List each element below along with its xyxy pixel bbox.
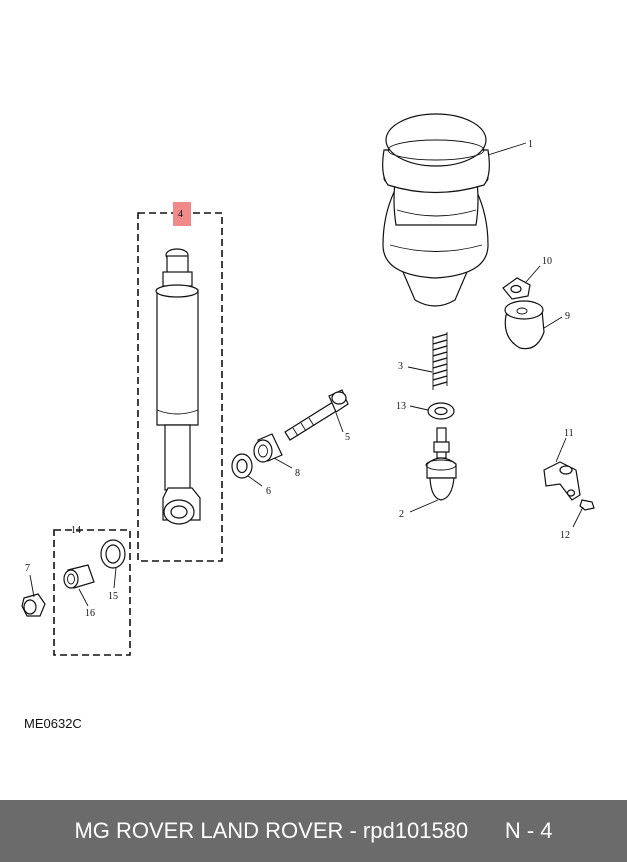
shock-absorber-group-box bbox=[137, 212, 223, 562]
callout-2: 2 bbox=[399, 509, 404, 520]
parts-diagram: 1 4 14 16 15 7 6 bbox=[21, 113, 595, 656]
callout-16: 16 bbox=[85, 608, 95, 619]
callout-5: 5 bbox=[345, 432, 350, 443]
callout-11: 11 bbox=[564, 428, 574, 439]
footer-bar: MG ROVER LAND ROVER - rpd101580 N - 4 bbox=[0, 800, 627, 862]
callout-4-highlight bbox=[173, 202, 191, 226]
part-16-bush bbox=[63, 564, 95, 589]
callout-13: 13 bbox=[396, 401, 406, 412]
diagram-code: ME0632C bbox=[24, 716, 82, 731]
part-13-washer bbox=[427, 402, 455, 420]
part-15-washer bbox=[100, 539, 126, 569]
callout-7: 7 bbox=[25, 563, 30, 574]
part-2-stud bbox=[425, 427, 457, 501]
callout-3: 3 bbox=[398, 361, 403, 372]
part-3-spring bbox=[432, 332, 448, 390]
callout-10: 10 bbox=[542, 256, 552, 267]
part-5-bolt bbox=[284, 389, 349, 441]
callout-9: 9 bbox=[565, 311, 570, 322]
footer-reference: N - 4 bbox=[504, 818, 553, 843]
callout-4: 4 bbox=[178, 209, 183, 220]
bush-group-box bbox=[53, 529, 131, 656]
footer-brand: MG ROVER LAND ROVER - rpd101580 bbox=[74, 818, 469, 843]
part-12-bolt bbox=[579, 499, 595, 511]
callout-6: 6 bbox=[266, 486, 271, 497]
part-8-spacer bbox=[253, 433, 283, 463]
part-1-bump-housing bbox=[382, 113, 490, 307]
part-11-bracket bbox=[543, 461, 581, 501]
callout-1: 1 bbox=[528, 139, 533, 150]
callout-15: 15 bbox=[108, 591, 118, 602]
callout-12: 12 bbox=[560, 530, 570, 541]
part-4-shock-absorber bbox=[155, 248, 201, 525]
part-10-clip bbox=[502, 277, 531, 300]
callout-8: 8 bbox=[295, 468, 300, 479]
callout-14: 14 bbox=[71, 525, 81, 536]
part-7-bush bbox=[21, 593, 46, 617]
part-9-buffer bbox=[504, 300, 545, 350]
part-6-washer bbox=[231, 453, 253, 479]
